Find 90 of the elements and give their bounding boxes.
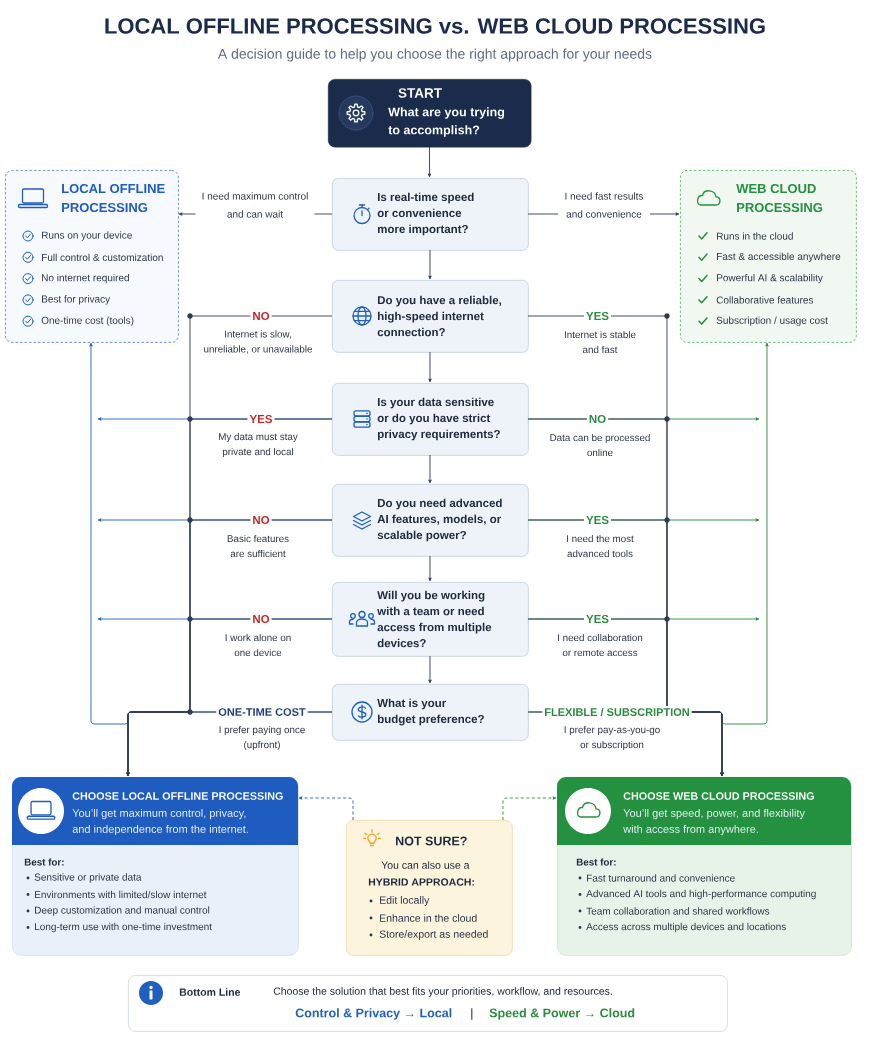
list-item: Advanced AI tools and high-performance computing <box>586 889 816 900</box>
subtitle: A decision guide to help you choose the right approach for your needs <box>217 48 652 62</box>
start-box <box>328 79 532 148</box>
edge-label: YES <box>247 412 275 426</box>
result-card <box>557 777 852 956</box>
answer-note: I prefer pay-as-you-go or subscription <box>564 725 660 751</box>
answer-note: Internet is stable and fast <box>564 330 636 354</box>
edge-label: NO <box>586 412 609 426</box>
edge-label: FLEXIBLE / SUBSCRIPTION <box>542 705 692 719</box>
edge-label: YES <box>584 612 611 626</box>
list-item: Sensitive or private data <box>34 873 142 883</box>
edge-label: YES <box>584 513 611 527</box>
arrow <box>428 454 432 484</box>
note-box <box>128 975 728 1032</box>
answer-note: Basic features are sufficient <box>227 534 289 558</box>
edge-label: NO <box>250 612 272 626</box>
list-item: Full control & customization <box>42 253 163 261</box>
list-item: Best for privacy <box>42 295 111 305</box>
rule-text: Speed & Power → Cloud <box>489 1008 635 1020</box>
title: LOCAL OFFLINE PROCESSING vs. WEB CLOUD PROCESSING <box>105 18 765 34</box>
decision-box <box>332 178 529 251</box>
list-item: One-time cost (tools) <box>41 316 134 326</box>
list-item: Collaborative features <box>716 296 814 304</box>
edge-label: NO <box>250 309 272 323</box>
decision-box <box>332 383 529 456</box>
rule-text: Control & Privacy → Local <box>295 1008 452 1020</box>
dashed-arrow <box>502 796 557 821</box>
tip-heading: NOT SURE? <box>396 836 467 846</box>
edge-label: YES <box>584 309 611 323</box>
list-item: Store/export as needed <box>379 930 488 940</box>
arrow <box>428 249 432 280</box>
answer-note: I need collaboration or remote access <box>558 633 643 657</box>
decision-box <box>332 484 529 557</box>
tip-text: You can also use a <box>381 861 470 869</box>
answer-note: I work alone on one device <box>225 633 291 657</box>
list-item: Enhance in the cloud <box>380 914 477 922</box>
answer-note: My data must stay private and local <box>219 432 298 458</box>
panel-heading: WEB CLOUD PROCESSING <box>736 183 823 213</box>
list-item: Edit locally <box>380 896 430 906</box>
list-item: Fast & accessible anywhere <box>717 252 841 262</box>
panel-heading: LOCAL OFFLINE PROCESSING <box>62 183 165 213</box>
edge-label: I need fast results and convenience <box>558 190 650 220</box>
decision-box <box>332 280 529 353</box>
tip-text: HYBRID APPROACH: <box>368 878 474 886</box>
arrow <box>428 655 432 684</box>
list-item: Access across multiple devices and locations <box>586 922 786 933</box>
arrow <box>428 555 432 582</box>
card-heading: CHOOSE WEB CLOUD PROCESSING <box>623 792 814 800</box>
list-label: Best for: <box>24 858 64 866</box>
list-item: Powerful AI & scalability <box>717 273 823 284</box>
answer-note: Data can be processed online <box>550 433 650 457</box>
decision-box <box>332 684 529 741</box>
question-text: Do you have a reliable, high-speed internet connection? <box>377 295 502 337</box>
question-text: Do you need advanced AI features, models, or scalable power? <box>377 498 502 542</box>
question-text: What is your budget preference? <box>377 698 484 726</box>
list-item: Fast turnaround and convenience <box>587 874 735 882</box>
card-subtitle: You’ll get speed, power, and flexibility with access from anywhere. <box>623 808 805 836</box>
list-item: No internet required <box>42 273 129 284</box>
answer-note: Internet is slow, unreliable, or unavailable <box>204 330 312 354</box>
list-label: Best for: <box>576 858 616 866</box>
result-card <box>12 777 299 956</box>
question-text: Is your data sensitive or do you have strict privacy requirements? <box>377 397 500 441</box>
list-item: Runs in the cloud <box>717 232 793 240</box>
card-heading: CHOOSE LOCAL OFFLINE PROCESSING <box>72 792 283 800</box>
question-text: What are you trying to accomplish? <box>388 107 505 137</box>
note-heading: Bottom Line <box>179 988 241 996</box>
list-item: Environments with limited/slow internet <box>35 890 207 899</box>
note-text: Choose the solution that best fits your priorities, workflow, and resources. <box>273 987 612 997</box>
list-item: Subscription / usage cost <box>716 316 828 326</box>
arrow <box>428 351 432 383</box>
answer-note: I need the most advanced tools <box>567 534 634 558</box>
dashed-arrow <box>298 796 354 821</box>
card-subtitle: You’ll get maximum control, privacy, and independence from the internet. <box>72 808 248 836</box>
tip-box <box>346 820 513 956</box>
edge-label: I need maximum control and can wait <box>195 190 315 220</box>
separator: | <box>471 1008 473 1020</box>
arrow <box>427 146 432 178</box>
list-item: Runs on your device <box>42 231 132 241</box>
list-item: Team collaboration and shared workflows <box>586 907 770 915</box>
question-text: Will you be working with a team or need access from multiple devices? <box>377 590 492 648</box>
edge-label: ONE-TIME COST <box>216 706 308 718</box>
box-heading: START <box>398 88 442 98</box>
list-item: Long-term use with one-time investment <box>35 922 212 933</box>
summary-panel <box>5 170 179 343</box>
answer-note: I prefer paying once (upfront) <box>219 725 305 751</box>
list-item: Deep customization and manual control <box>35 906 210 916</box>
summary-panel <box>680 170 857 343</box>
decision-box <box>332 582 529 657</box>
edge-label: NO <box>250 513 272 527</box>
question-text: Is real-time speed or convenience more important? <box>377 192 474 236</box>
